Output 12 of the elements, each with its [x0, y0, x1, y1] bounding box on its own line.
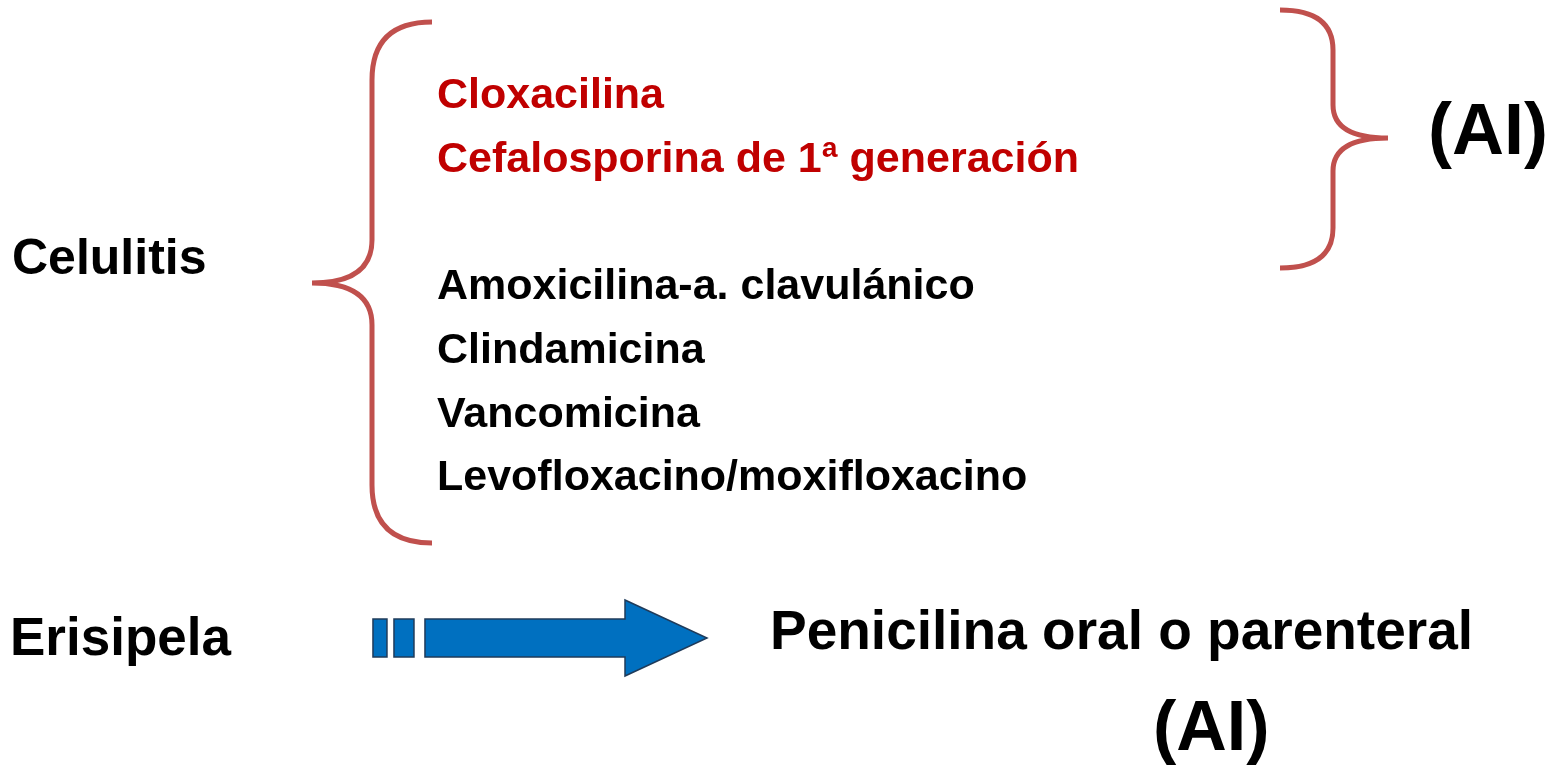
- drug-name: Levofloxacino/moxifloxacino: [437, 452, 1028, 500]
- evidence-grade: (AI): [1153, 688, 1270, 765]
- drug-name: Vancomicina: [437, 389, 700, 437]
- treatment-label: Penicilina oral o parenteral: [770, 600, 1474, 661]
- block-arrow: [372, 598, 709, 678]
- drug-name: Amoxicilina-a. clavulánico: [437, 261, 975, 309]
- evidence-grade: (AI): [1428, 90, 1548, 170]
- drug-name: Clindamicina: [437, 325, 705, 373]
- condition-label: Erisipela: [10, 608, 231, 667]
- drug-name: Cefalosporina de 1ª generación: [437, 134, 1079, 182]
- condition-label: Celulitis: [12, 230, 207, 285]
- drug-name: Cloxacilina: [437, 70, 665, 118]
